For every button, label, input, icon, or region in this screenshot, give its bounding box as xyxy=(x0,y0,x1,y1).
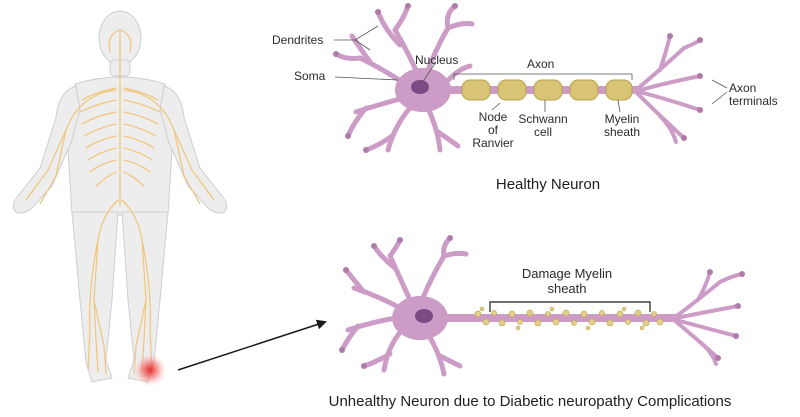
damage-bracket xyxy=(489,301,651,312)
unhealthy-terminal-tips xyxy=(707,269,745,361)
label-leaders xyxy=(334,25,728,113)
healthy-neuron xyxy=(333,3,703,153)
unhealthy-axon-terminals xyxy=(672,270,744,366)
damage-myelin-sheath-label: Damage Myelin sheath xyxy=(521,266,613,296)
myelin-sheath-label: Myelin sheath xyxy=(603,112,641,139)
unhealthy-nucleus xyxy=(415,309,433,323)
healthy-dendrite-tips xyxy=(333,3,458,153)
axon-label: Axon xyxy=(527,57,555,71)
healthy-nucleus xyxy=(411,80,429,94)
nucleus-label: Nucleus xyxy=(415,53,459,67)
healthy-myelin-sheath xyxy=(461,79,633,101)
healthy-terminal-tips xyxy=(667,33,703,141)
healthy-axon-terminals xyxy=(634,34,702,144)
pain-highlight xyxy=(132,352,168,388)
unhealthy-dendrite-tips xyxy=(339,235,453,369)
nervous-system-lines xyxy=(25,29,215,375)
axon-terminals-label: Axon terminals xyxy=(729,81,778,108)
dendrites-label: Dendrites xyxy=(272,33,324,47)
healthy-neuron-caption: Healthy Neuron xyxy=(495,176,601,193)
unhealthy-dendrites xyxy=(339,235,469,377)
unhealthy-neuron xyxy=(339,235,745,377)
pointer-arrow xyxy=(177,319,327,371)
unhealthy-neuron-caption: Unhealthy Neuron due to Diabetic neuropa… xyxy=(328,393,732,410)
damaged-myelin-fragments xyxy=(474,306,664,331)
soma-label: Soma xyxy=(294,69,326,83)
node-of-ranvier-label: Node of Ranvier xyxy=(472,110,514,150)
schwann-cell-label: Schwann cell xyxy=(518,112,568,139)
unhealthy-axon xyxy=(446,314,676,322)
